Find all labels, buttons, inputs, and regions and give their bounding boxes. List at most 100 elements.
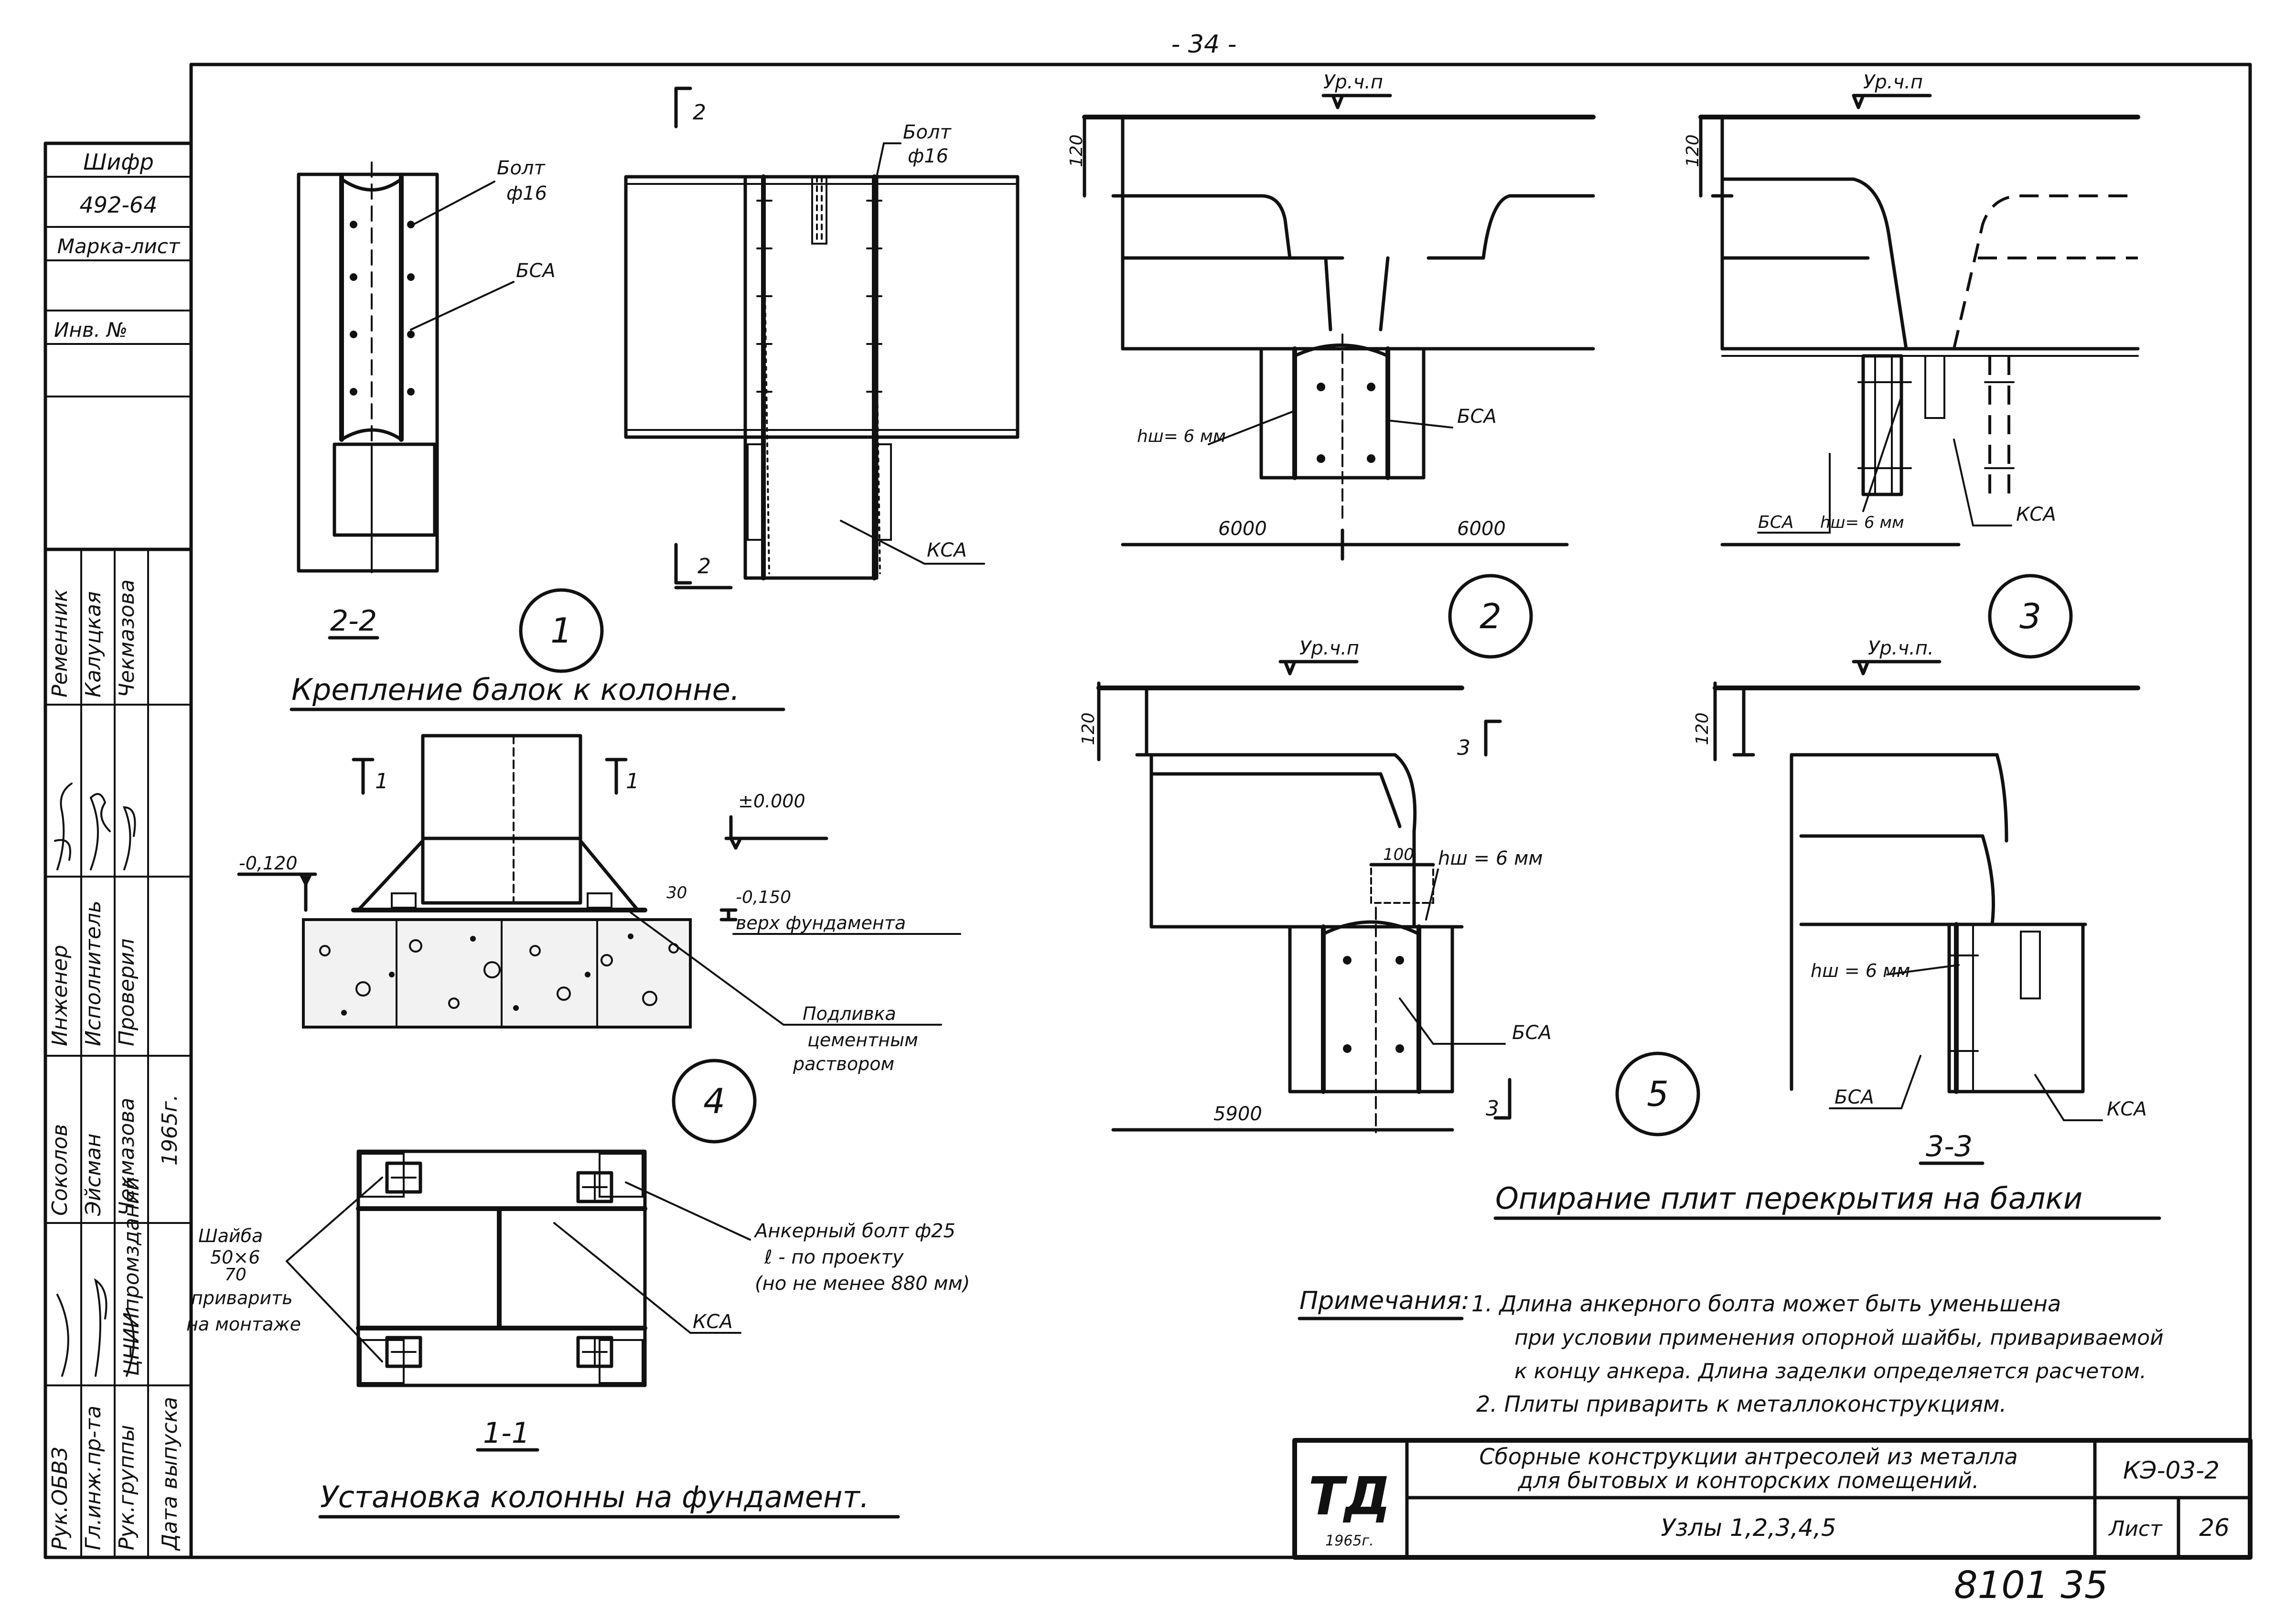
node4-number: 4 <box>703 1081 725 1121</box>
node1-number-circle <box>519 588 604 673</box>
notes-block: Примечания: 1. Длина анкерного болта мож… <box>1298 1287 2164 1417</box>
stamp-person2-2: Эйсман <box>81 1134 106 1216</box>
anchor-line2: ℓ - по проекту <box>764 1246 904 1268</box>
title-block: ТД 1965г. Сборные конструкции антресолей… <box>1292 1438 2253 1560</box>
node3-number-circle <box>1988 574 2073 659</box>
node5-detail: 120 Ур.ч.п 100 hш = 6 мм БСА 5900 3 3 <box>1079 637 1552 1133</box>
handwritten-number: 8101 35 <box>1954 1564 2108 1607</box>
node4-level-left: -0,120 <box>239 853 298 874</box>
node5-dim-100: 100 <box>1383 845 1414 864</box>
node4-cut-right: 1 <box>626 769 639 793</box>
node5-bsa: БСА <box>1512 1022 1552 1044</box>
notes-line3: к концу анкера. Длина заделки определяет… <box>1514 1359 2146 1383</box>
signature-4 <box>56 1278 135 1377</box>
slab-caption: Опирание плит перекрытия на балки <box>1495 1181 2082 1216</box>
node2-level: Ур.ч.п <box>1323 71 1383 93</box>
stamp-inv-label: Инв. № <box>54 318 128 342</box>
signature-3 <box>122 806 136 870</box>
node4-grout-1: Подливка <box>803 1003 896 1024</box>
title-logo: ТД <box>1308 1466 1391 1527</box>
node1-bolt2-label: Болт <box>903 121 952 143</box>
node4-detail: 1 1 ±0.000 -0,120 30 -0,150 верх фундаме… <box>237 734 961 1074</box>
node3-bsa: БСА <box>1758 513 1793 532</box>
node4-grout-2: цементным <box>807 1029 918 1051</box>
node2-span-right: 6000 <box>1457 518 1506 540</box>
title-year: 1965г. <box>1325 1533 1374 1549</box>
node4-level-foundation: -0,150 <box>736 888 791 907</box>
node1-bolt-diameter: ф16 <box>506 182 547 204</box>
section-1-1-detail: Шайба 50×6 70 приварить на монтаже Анкер… <box>186 1149 970 1452</box>
title-line1: Сборные конструкции антресолей из металл… <box>1479 1444 2017 1469</box>
node2-dim-h: 120 <box>1067 134 1086 167</box>
stamp-role-2: Исполнитель <box>81 901 106 1046</box>
node5-weld: hш = 6 мм <box>1438 847 1543 869</box>
section11-label: 1-1 <box>483 1416 530 1450</box>
node1-bsa-label: БСА <box>516 260 556 282</box>
node3-ksa: КСА <box>2016 504 2056 525</box>
node2-bolts <box>1317 383 1375 463</box>
node3-level: Ур.ч.п <box>1863 71 1923 93</box>
bolt-ticks-elevation <box>756 200 882 393</box>
node2-detail: 120 Ур.ч.п hш= 6 мм БСА 6000 6000 <box>1067 71 1596 561</box>
washer-line5: на монтаже <box>186 1314 301 1335</box>
stamp-shifr-label: Шифр <box>83 149 154 175</box>
notes-line4: 2. Плиты приварить к металлоконструкциям… <box>1476 1391 2006 1417</box>
stamp-role2-1: Рук.ОБВЗ <box>48 1447 72 1550</box>
node4-foundation-top: верх фундамента <box>736 912 906 933</box>
notes-title: Примечания: <box>1299 1287 1470 1315</box>
node1-number: 1 <box>550 611 572 651</box>
node4-grout-3: раствором <box>793 1053 894 1074</box>
washer-line3: 70 <box>225 1265 247 1285</box>
node1-ksa-label: КСА <box>927 539 967 561</box>
section33-dim-h: 120 <box>1693 712 1712 745</box>
stamp-role2-2: Гл.инж.пр-та <box>81 1405 106 1550</box>
stamp-date-label: Дата выпуска <box>158 1397 182 1551</box>
side-stamp: Шифр 492-64 Марка-лист Инв. № Ременник К… <box>43 141 193 1559</box>
node4-dim-30: 30 <box>666 883 687 902</box>
node2-bsa: БСА <box>1457 406 1497 428</box>
node1-cut-top: 2 <box>693 100 706 125</box>
node3-weld: hш= 6 мм <box>1820 513 1904 532</box>
node4-cut-left: 1 <box>375 769 388 793</box>
node2-number: 2 <box>1480 596 1502 636</box>
node1-bolt2-diameter: ф16 <box>908 145 948 167</box>
concrete-aggregate <box>319 933 679 1016</box>
foundation-concrete <box>302 918 692 1029</box>
stamp-org: ЦНИИпромзданий <box>119 1177 144 1376</box>
stamp-role-3: Проверил <box>115 938 139 1046</box>
title-sheet-number: 26 <box>2199 1514 2230 1542</box>
stamp-year: 1965г. <box>158 1094 182 1166</box>
stamp-person2-1: Соколов <box>48 1124 72 1216</box>
node1-elevation: Болт ф16 КСА 2 2 <box>624 86 1019 590</box>
node4-number-circle <box>672 1059 757 1144</box>
title-sheet-label: Лист <box>2108 1517 2163 1541</box>
notes-line2: при условии применения опорной шайбы, пр… <box>1514 1326 2164 1350</box>
node1-cut-bottom: 2 <box>697 554 711 579</box>
washer-line4: приварить <box>191 1287 293 1308</box>
node1-section-2-2: Болт ф16 БСА 2-2 <box>297 157 556 640</box>
node3-dim-h: 120 <box>1683 134 1703 167</box>
node3-number: 3 <box>2019 596 2041 636</box>
node5-cut-top: 3 <box>1457 736 1470 760</box>
washer-line2: 50×6 <box>210 1247 260 1268</box>
node5-level: Ур.ч.п <box>1299 637 1359 659</box>
stamp-person-3: Чекмазова <box>115 579 139 697</box>
title-code: КЭ-03-2 <box>2123 1457 2220 1484</box>
section33-level: Ур.ч.п. <box>1868 637 1934 659</box>
node5-cut-bottom: 3 <box>1486 1096 1499 1121</box>
node1-caption: Крепление балок к колонне. <box>291 672 740 707</box>
section33-weld: hш = 6 мм <box>1811 960 1910 981</box>
section11-caption: Установка колонны на фундамент. <box>320 1480 869 1514</box>
node5-span: 5900 <box>1213 1103 1262 1125</box>
signature-2 <box>89 793 111 870</box>
node5-number: 5 <box>1647 1074 1669 1114</box>
title-line2: для бытовых и конторских помещений. <box>1517 1468 1979 1493</box>
node4-level-zero: ±0.000 <box>738 791 805 812</box>
stamp-shifr-value: 492-64 <box>80 192 158 218</box>
stamp-role2-3: Рук.группы <box>115 1425 139 1551</box>
section11-ksa: КСА <box>693 1311 733 1333</box>
node1-bolt-label: Болт <box>497 157 546 179</box>
node5-number-circle <box>1615 1051 1700 1137</box>
stamp-person2-3: Чекмазова <box>115 1098 139 1216</box>
